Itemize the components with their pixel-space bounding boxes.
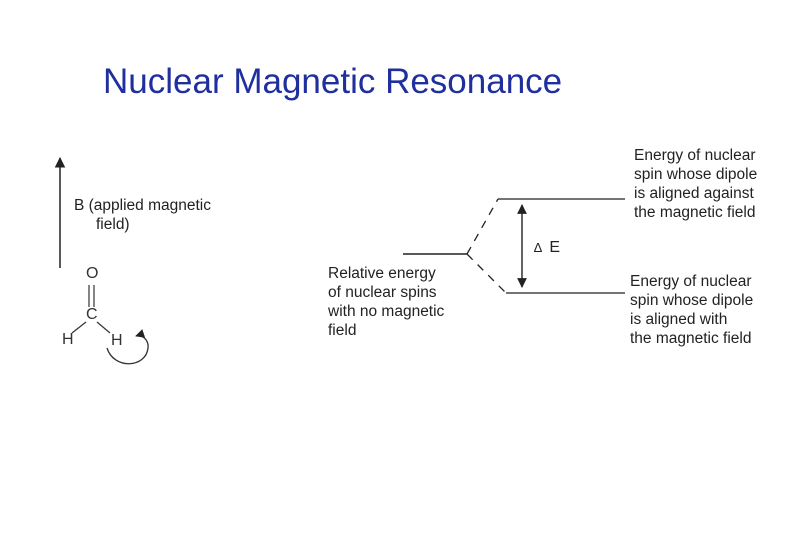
against-label-line: spin whose dipole [634,166,758,183]
bond-c-h-left [71,321,87,334]
field-label: B (applied magnetic field) [74,196,211,234]
delta-e-label: ∆ E [534,238,560,257]
with-label-line: spin whose dipole [630,292,754,309]
bond-c-h-right [96,321,111,334]
dash-to-lower [466,253,507,294]
no-field-label-line: of nuclear spins [328,284,437,301]
against-label-line: is aligned against [634,185,754,202]
no-field-label-line: field [328,322,357,339]
with-label-line: is aligned with [630,311,728,328]
field-label-line: field) [96,216,130,233]
field-label-line: B (applied magnetic [74,197,211,214]
no-field-label-line: Relative energy [328,265,436,282]
no-field-label: Relative energy of nuclear spins with no… [328,264,444,340]
atom-hydrogen-left: H [62,331,74,348]
delta-symbol: ∆ [534,240,542,255]
delta-e-letter: E [549,239,561,256]
against-label-line: the magnetic field [634,204,756,221]
with-label-line: the magnetic field [630,330,752,347]
with-label: Energy of nuclear spin whose dipole is a… [630,272,753,348]
atom-oxygen: O [86,265,99,282]
slide-title: Nuclear Magnetic Resonance [103,62,563,101]
against-label-line: Energy of nuclear [634,147,756,164]
spin-flip-arrow [106,329,149,365]
no-field-label-line: with no magnetic [328,303,445,320]
with-label-line: Energy of nuclear [630,273,752,290]
against-label: Energy of nuclear spin whose dipole is a… [634,146,757,222]
atom-hydrogen-right: H [111,332,123,349]
atom-carbon: C [86,306,98,323]
dash-to-upper [466,198,499,255]
